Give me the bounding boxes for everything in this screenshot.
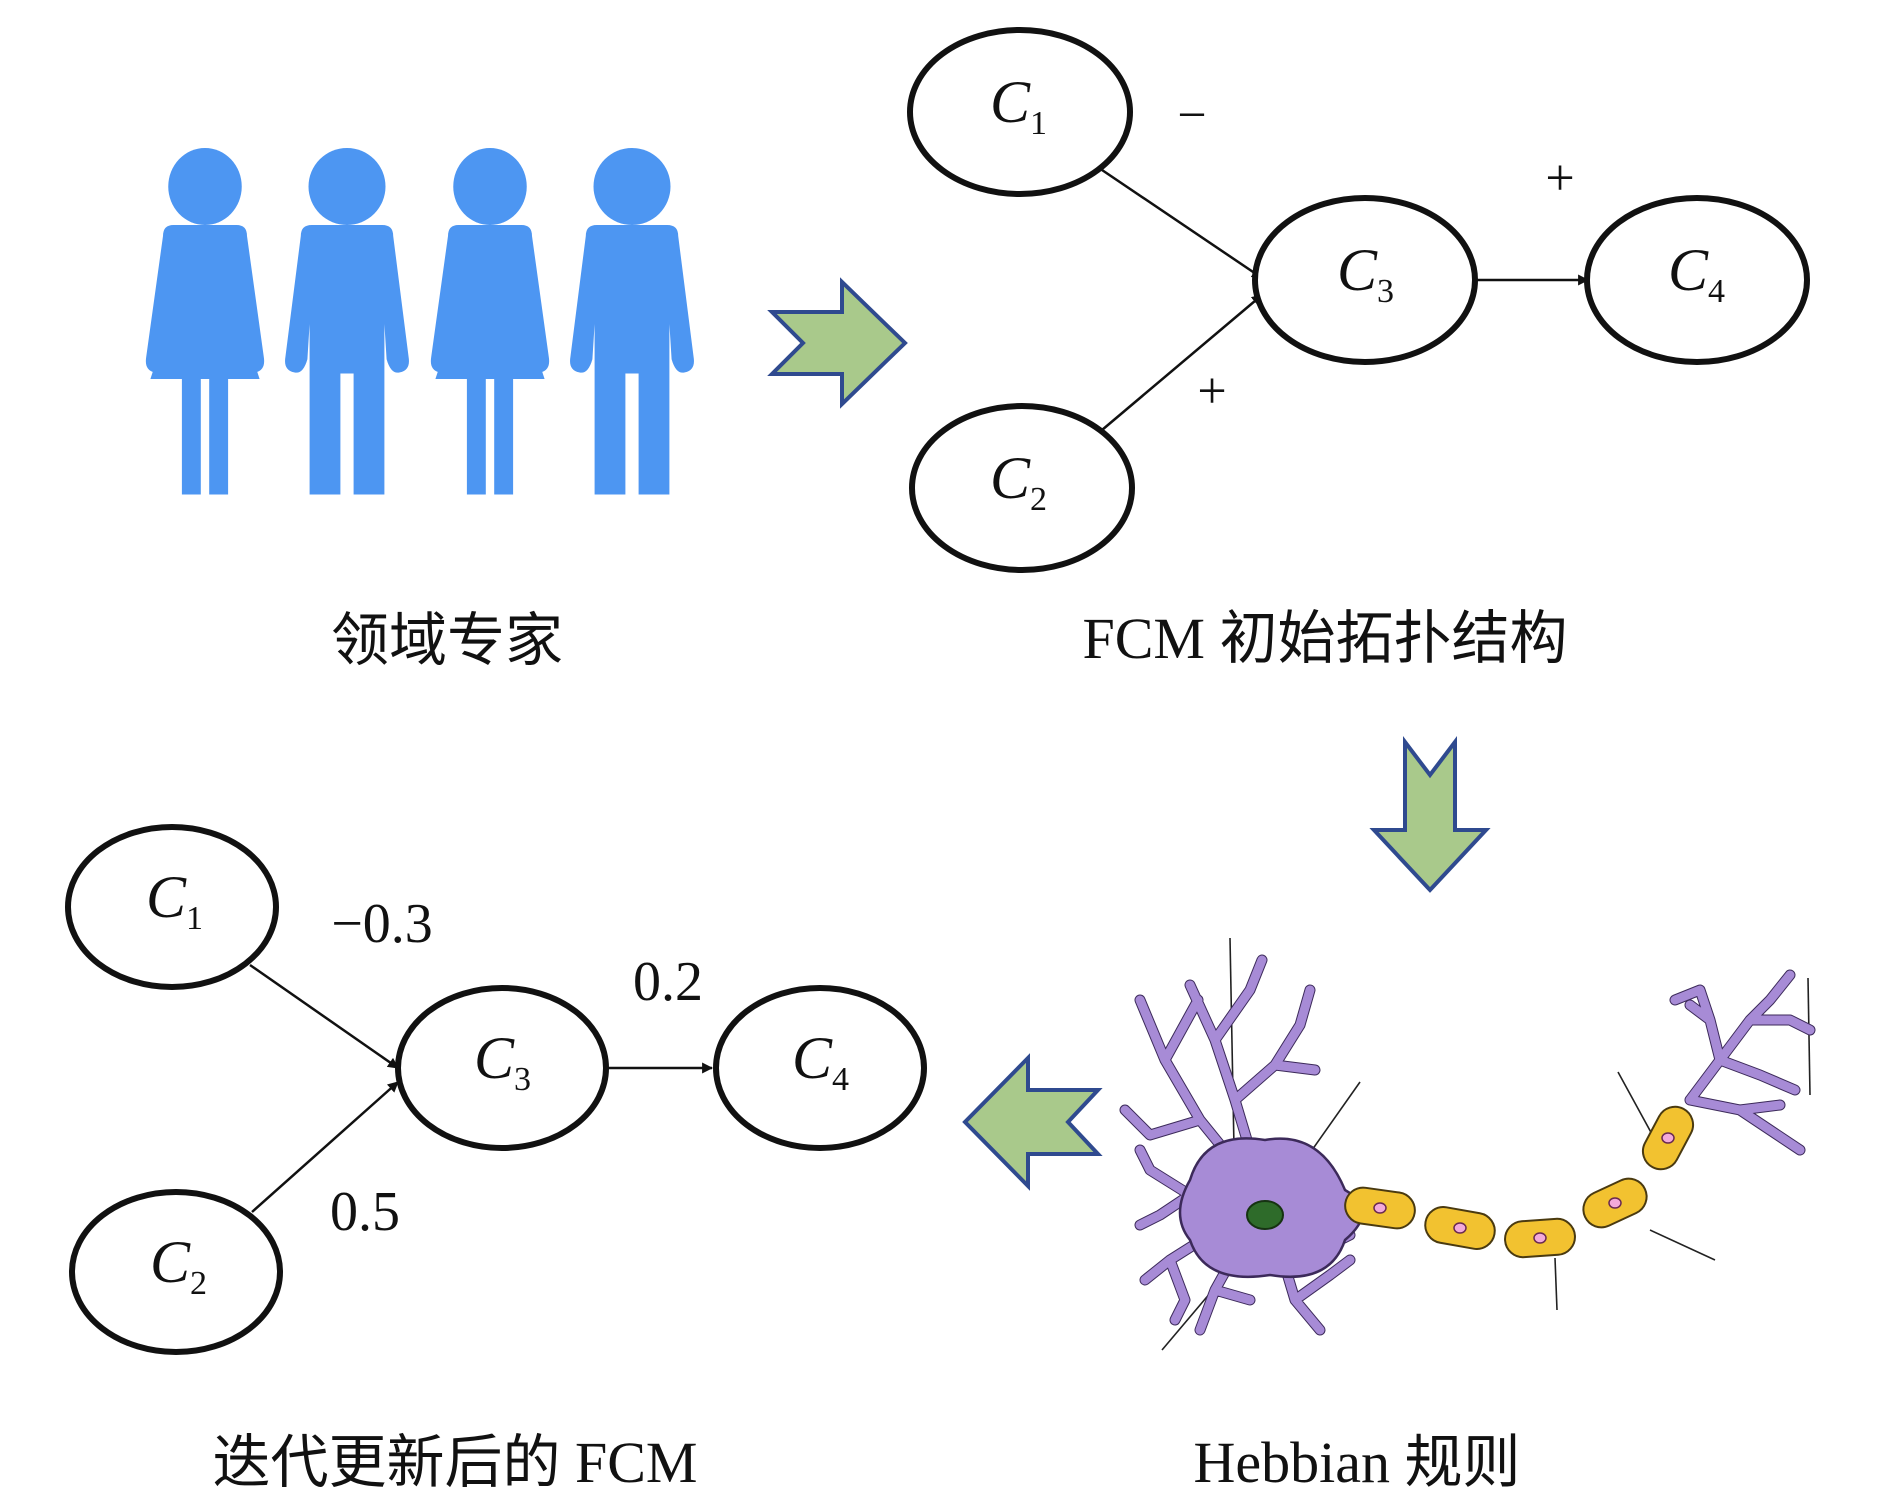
dendrites [1119,954,1356,1336]
node-c4-label: C4 [1668,237,1725,310]
node-c3-label: C3 [1337,237,1394,310]
edge-c2-c3 [1101,294,1263,431]
node-c2-label: C2 [150,1229,207,1302]
node-c4 [713,985,927,1151]
edge-c3-c4-weight: 0.2 [633,951,703,1013]
edge-c3-c4-sign: + [1545,150,1574,207]
flow-arrow-right-icon [767,277,908,409]
pointer-line [1649,1229,1716,1261]
person-icon [430,148,550,495]
edge-c1-c3-sign: − [1177,87,1206,144]
edge-c1-c3 [1101,168,1263,280]
neuron-illustration [1119,937,1816,1351]
node-c4 [1584,195,1810,365]
pointer-line [1807,977,1811,1096]
edge-c2-c3-weight: 0.5 [330,1181,400,1243]
edge-c1-c3 [249,963,399,1070]
hebbian-label: Hebbian 规则 [1194,1430,1521,1492]
node-c2-label: C2 [990,445,1047,518]
node-c1-label: C1 [146,864,203,937]
axon [1344,1105,1695,1259]
initial-fcm-graph: C1 C2 C3 C4 − + + [907,27,1810,573]
node-c3 [1252,195,1478,365]
node-c3 [395,985,609,1151]
edge-c2-c3 [251,1081,399,1213]
pointer-line [1554,1257,1558,1311]
edge-c1-c3-weight: −0.3 [331,893,433,955]
node-c1 [65,824,279,990]
experts-icon [145,148,694,495]
updated-fcm-graph: C1 C2 C3 C4 −0.3 0.5 0.2 [65,824,927,1355]
updated-fcm-label: 迭代更新后的 FCM [212,1430,697,1492]
node-c2 [69,1189,283,1355]
experts-label: 领域专家 [331,608,563,673]
node-c4-label: C4 [792,1025,849,1098]
initial-topology-label: FCM 初始拓扑结构 [1082,606,1567,671]
flow-arrow-left-icon [962,1053,1103,1191]
person-icon [570,148,694,495]
flow-arrow-down-icon [1369,736,1491,893]
node-c1 [907,27,1133,197]
pointer-line [1304,1081,1361,1161]
person-icon [145,148,265,495]
node-c1-label: C1 [990,69,1047,142]
axon-terminal [1669,969,1816,1156]
person-icon [285,148,409,495]
edge-c2-c3-sign: + [1197,363,1226,420]
node-c2 [909,403,1135,573]
nucleus [1246,1200,1284,1230]
pointer-line [1229,937,1235,1149]
node-c3-label: C3 [474,1025,531,1098]
